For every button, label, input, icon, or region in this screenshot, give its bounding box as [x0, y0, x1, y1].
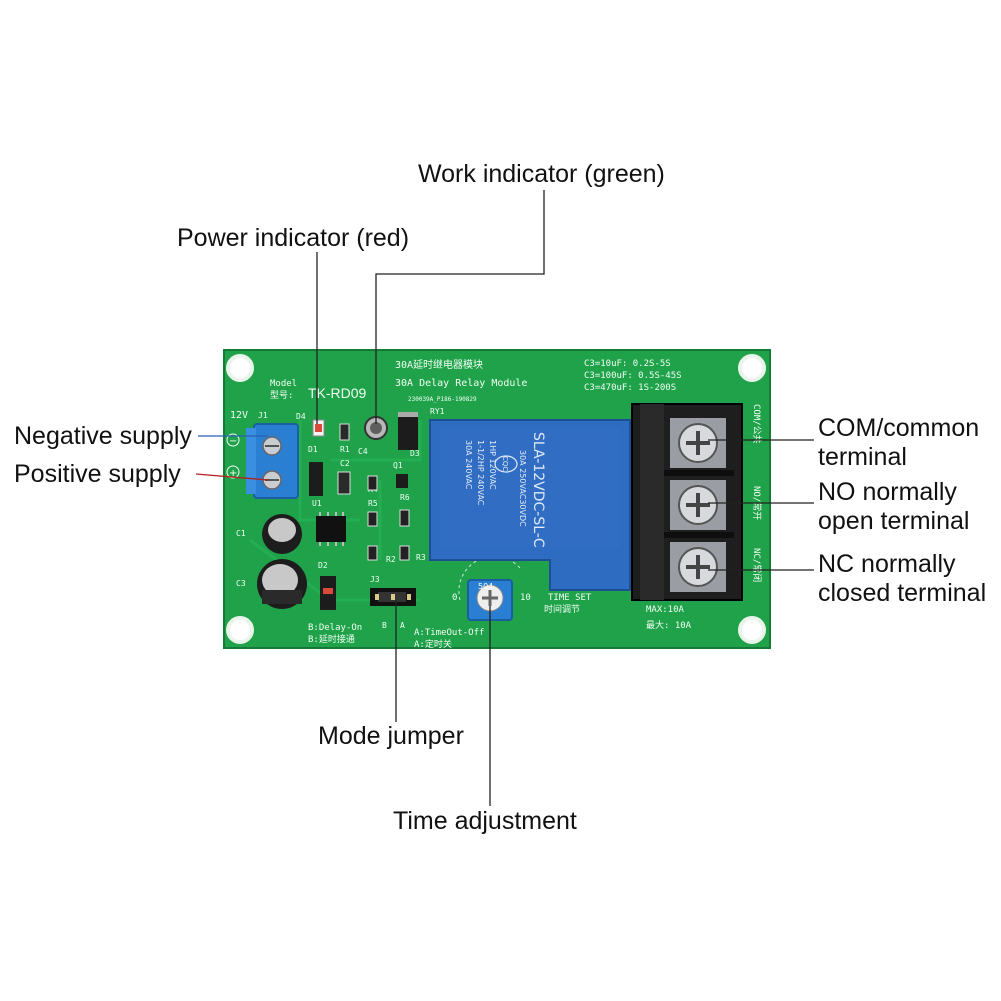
no-screw[interactable] — [670, 480, 726, 530]
mounting-hole-top-left — [226, 354, 254, 382]
capacitor-c2 — [337, 471, 351, 495]
d3-label: D3 — [410, 449, 420, 458]
relay-rating-4: 30A 240VAC — [464, 440, 473, 490]
power-terminal-block — [246, 423, 299, 499]
c1-label: C1 — [236, 529, 246, 538]
power-indicator-label: Power indicator (red) — [177, 224, 410, 252]
plus-sign: + — [229, 468, 237, 479]
com-terminal-line1: COM/common — [818, 414, 980, 442]
cqc-text: CQC — [501, 456, 509, 471]
model-label-en: Model — [270, 379, 297, 389]
diode-d2 — [320, 576, 336, 610]
mounting-hole-bottom-left — [226, 616, 254, 644]
time-set-cn: 时间调节 — [544, 603, 580, 615]
resistor-r1 — [339, 423, 350, 441]
no-terminal-line1: NO normally — [818, 478, 957, 506]
pot-max-label: 10 — [520, 593, 531, 603]
ry1-label: RY1 — [430, 407, 445, 416]
resistor-r4 — [367, 475, 378, 491]
max-current-cn: 最大: 10A — [646, 619, 692, 631]
relay-ry1 — [429, 419, 631, 591]
relay-model: SLA-12VDC-SL-C — [530, 432, 546, 548]
no-terminal-label: NO normally open terminal — [818, 478, 969, 536]
model-number: TK-RD09 — [308, 385, 367, 401]
relay-rating-3: 1-1/2HP 240VAC — [476, 440, 485, 506]
capacitor-c3 — [257, 559, 307, 609]
resistor-r3 — [399, 545, 410, 561]
minus-sign: − — [229, 436, 237, 447]
d2-label: D2 — [318, 561, 328, 570]
resistor-r2 — [367, 545, 378, 561]
com-side-label: COM/公共 — [751, 404, 762, 444]
diode-d3 — [398, 412, 418, 450]
r5-label: R5 — [368, 499, 378, 508]
c3-label: C3 — [236, 579, 246, 588]
j1-label: J1 — [258, 411, 268, 420]
time-adjustment-label: Time adjustment — [393, 807, 577, 835]
com-terminal-label: COM/common terminal — [818, 414, 979, 472]
mode-jumper-j3[interactable] — [370, 588, 416, 606]
board-title-cn: 30A延时继电器模块 — [395, 358, 483, 371]
board-serial: 230039A_P186-190829 — [408, 396, 477, 403]
model-label-cn: 型号: — [270, 390, 293, 401]
timing-line-3: C3=470uF: 1S-200S — [584, 383, 676, 393]
mounting-hole-top-right — [738, 354, 766, 382]
positive-supply-leader — [195, 473, 269, 481]
positive-supply-label: Positive supply — [14, 460, 181, 488]
nc-terminal-line2: closed terminal — [818, 579, 987, 607]
diode-d1 — [309, 462, 323, 496]
jumper-b-label: B — [382, 621, 387, 630]
q1-label: Q1 — [393, 461, 403, 470]
r2-label: R2 — [386, 555, 396, 564]
mode-b-cn: B:延时接通 — [308, 633, 355, 645]
timing-line-2: C3=100uF: 0.5S-45S — [584, 371, 682, 381]
mode-b-en: B:Delay-On — [308, 623, 362, 633]
plus-marker: + — [226, 465, 240, 479]
ic-u1 — [316, 512, 346, 546]
mode-jumper-label: Mode jumper — [318, 722, 464, 750]
j3-label: J3 — [370, 575, 380, 584]
relay-rating-2: 1HP 120VAC — [488, 440, 497, 490]
board-title-en: 30A Delay Relay Module — [395, 378, 527, 389]
resistor-r5 — [367, 511, 378, 527]
d4-label: D4 — [296, 412, 306, 421]
mode-a-en: A:TimeOut-Off — [414, 628, 484, 638]
pot-code: 504 — [478, 582, 493, 591]
voltage-label: 12V — [230, 410, 248, 421]
nc-side-label: NC/常闭 — [751, 548, 763, 582]
u1-label: U1 — [312, 499, 322, 508]
relay-rating-1: 30A 250VAC30VDC — [518, 450, 527, 527]
d1-label: D1 — [308, 445, 318, 454]
mounting-hole-bottom-right — [738, 616, 766, 644]
work-indicator-leader — [375, 190, 545, 424]
work-indicator-label: Work indicator (green) — [418, 160, 665, 188]
jumper-a-label: A — [400, 621, 405, 630]
r3-label: R3 — [416, 553, 426, 562]
nc-terminal-label: NC normally closed terminal — [818, 550, 986, 608]
capacitor-c1 — [262, 514, 302, 554]
time-set-en: TIME SET — [548, 593, 592, 603]
resistor-r6 — [399, 509, 410, 527]
power-led-d4 — [312, 419, 325, 437]
time-potentiometer[interactable]: 504 — [458, 555, 521, 621]
c2-label: C2 — [340, 459, 350, 468]
nc-terminal-line1: NC normally — [818, 550, 956, 578]
c4-label: C4 — [358, 447, 368, 456]
r6-label: R6 — [400, 493, 410, 502]
cqc-mark: CQC — [494, 455, 518, 473]
com-screw[interactable] — [670, 418, 726, 468]
mode-a-cn: A:定时关 — [414, 638, 452, 650]
com-terminal-line2: terminal — [818, 443, 907, 471]
transistor-q1 — [396, 474, 408, 488]
max-current-en: MAX:10A — [646, 605, 685, 615]
nc-screw[interactable] — [670, 542, 726, 592]
pot-min-label: 0 — [452, 593, 457, 603]
no-terminal-line2: open terminal — [818, 507, 970, 535]
minus-marker: − — [226, 433, 240, 447]
r1-label: R1 — [340, 445, 350, 454]
negative-supply-label: Negative supply — [14, 422, 192, 450]
timing-line-1: C3=10uF: 0.2S-5S — [584, 359, 671, 369]
